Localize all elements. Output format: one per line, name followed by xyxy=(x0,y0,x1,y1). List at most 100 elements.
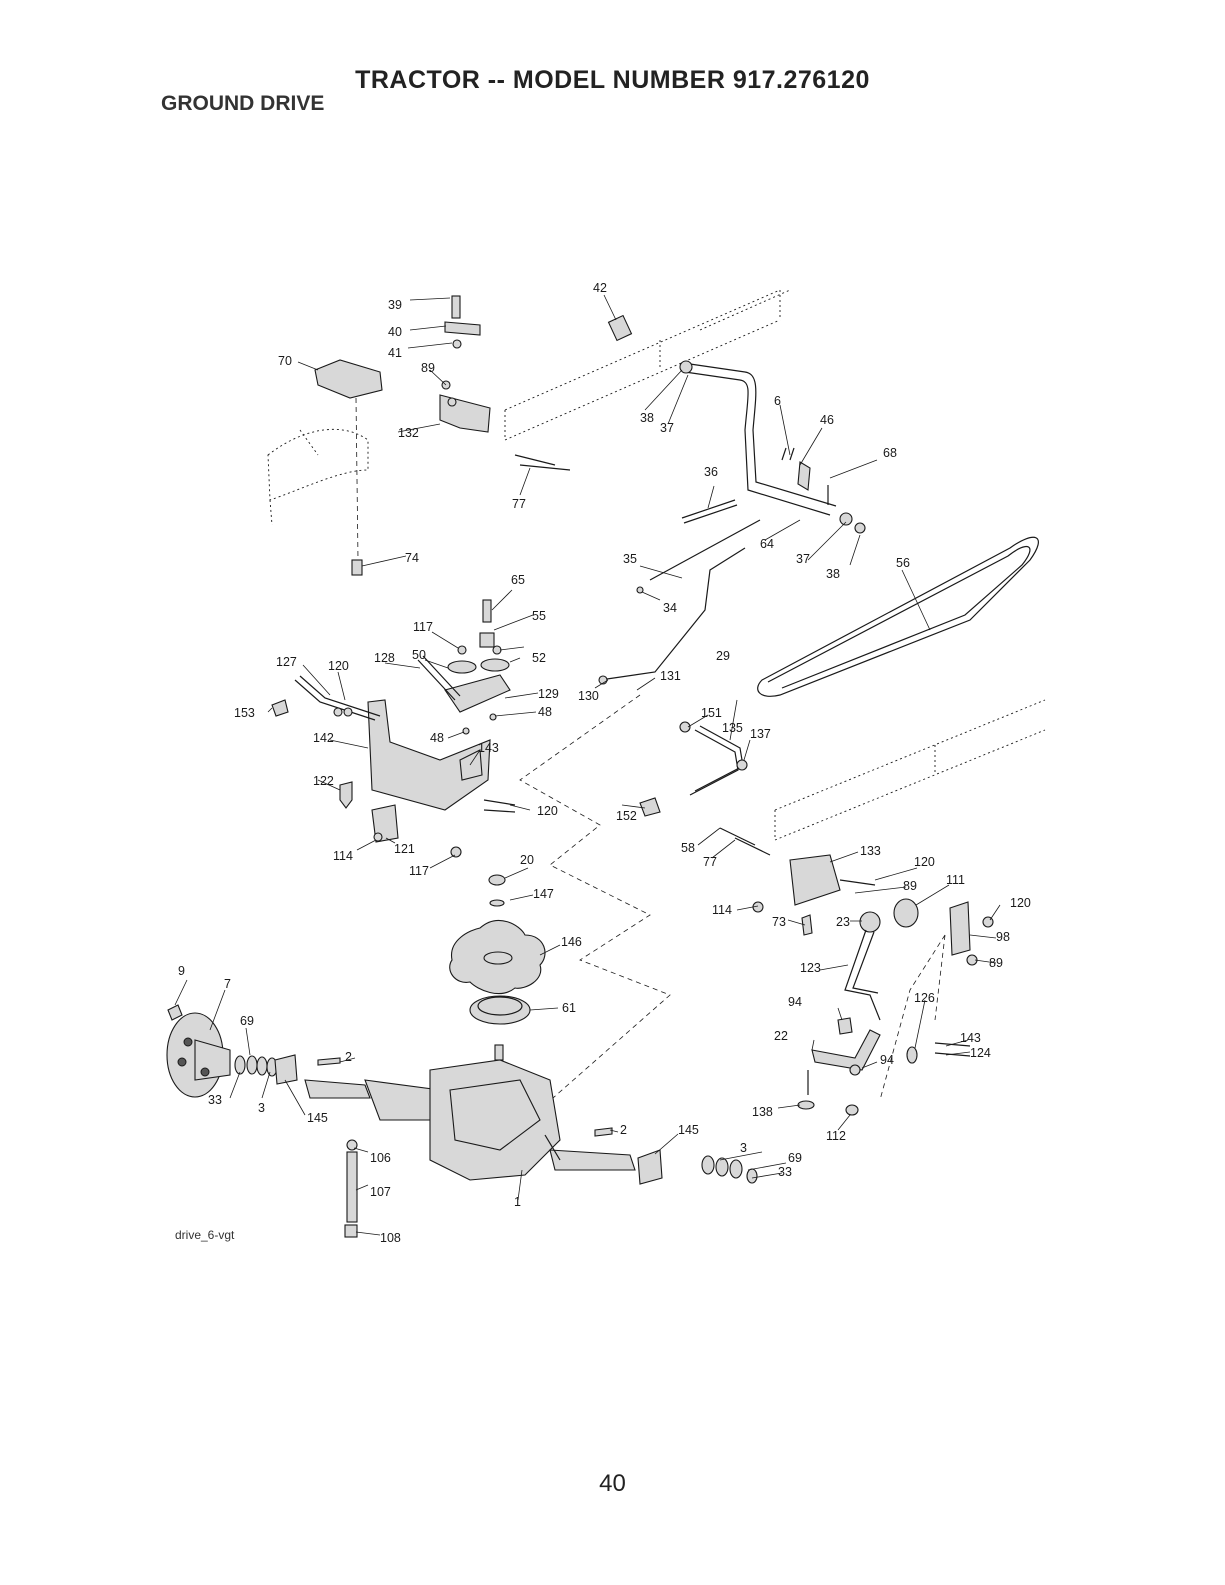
callout-label: 143 xyxy=(960,1031,981,1045)
callout-label: 107 xyxy=(370,1185,391,1199)
callout-label: 1 xyxy=(514,1195,521,1209)
section-title: GROUND DRIVE xyxy=(161,92,325,115)
fender-outline xyxy=(267,428,369,526)
callout-label: 132 xyxy=(398,426,419,440)
drive-belt-56 xyxy=(757,536,1039,697)
bracket-98 xyxy=(949,901,994,966)
pins-6-46 xyxy=(781,447,829,505)
arm-22 xyxy=(797,1017,971,1116)
callout-label: 153 xyxy=(234,706,255,720)
callout-label: 129 xyxy=(538,687,559,701)
callout-label: 89 xyxy=(989,956,1003,970)
callout-label: 20 xyxy=(520,853,534,867)
callout-label: 120 xyxy=(914,855,935,869)
lower-frame-rail xyxy=(774,699,1046,841)
callout-label: 56 xyxy=(896,556,910,570)
rod-35 xyxy=(649,519,761,581)
callout-label: 69 xyxy=(788,1151,802,1165)
callout-label: 94 xyxy=(788,995,802,1009)
callout-label: 94 xyxy=(880,1053,894,1067)
callout-label: 3 xyxy=(258,1101,265,1115)
callout-label: 77 xyxy=(703,855,717,869)
callout-label: 145 xyxy=(678,1123,699,1137)
bolt-stack-39-41 xyxy=(444,295,481,349)
callout-label: 34 xyxy=(663,601,677,615)
callout-label: 126 xyxy=(914,991,935,1005)
callout-label: 68 xyxy=(883,446,897,460)
callout-label: 3 xyxy=(740,1141,747,1155)
callout-label: 41 xyxy=(388,346,402,360)
callout-label: 33 xyxy=(208,1093,222,1107)
bushing-111 xyxy=(893,898,919,928)
bracket-142 xyxy=(271,675,491,811)
callout-label: 117 xyxy=(409,864,429,878)
damper-107 xyxy=(344,1139,358,1238)
callout-label: 50 xyxy=(412,648,426,662)
callout-label: 35 xyxy=(623,552,637,566)
plate-133 xyxy=(719,827,876,936)
transaxle-1 xyxy=(304,1059,636,1181)
callout-label: 142 xyxy=(313,731,334,745)
callout-label: 77 xyxy=(512,497,526,511)
leader-lines xyxy=(174,294,1001,1236)
callout-label: 65 xyxy=(511,573,525,587)
wheel-hub-7 xyxy=(166,1004,231,1098)
callout-label: 37 xyxy=(660,421,674,435)
callout-label: 38 xyxy=(826,567,840,581)
callout-label: 106 xyxy=(370,1151,391,1165)
callout-label: 38 xyxy=(640,411,654,425)
callout-label: 114 xyxy=(333,849,353,863)
bolts-120 xyxy=(483,799,516,813)
callout-label: 33 xyxy=(778,1165,792,1179)
bolt-74 xyxy=(351,559,363,576)
callout-label: 36 xyxy=(704,465,718,479)
callout-label: 37 xyxy=(796,552,810,566)
callout-label: 137 xyxy=(750,727,771,741)
spring-36 xyxy=(681,499,738,524)
callout-label: 58 xyxy=(681,841,695,855)
callout-label: 124 xyxy=(970,1046,991,1060)
callout-label: 135 xyxy=(722,721,743,735)
callout-label: 98 xyxy=(996,930,1010,944)
callout-label: 133 xyxy=(860,844,881,858)
callout-label: 123 xyxy=(800,961,821,975)
callout-label: 122 xyxy=(313,774,334,788)
callout-label: 114 xyxy=(712,903,732,917)
bolts-77 xyxy=(514,454,571,471)
diagram-file-name: drive_6-vgt xyxy=(175,1228,235,1242)
page-number: 40 xyxy=(599,1470,626,1497)
idler-assembly xyxy=(444,599,511,735)
shift-lever-123 xyxy=(844,911,881,1021)
callout-label: 69 xyxy=(240,1014,254,1028)
callout-label: 138 xyxy=(752,1105,773,1119)
washers-right xyxy=(594,1127,758,1185)
callout-label: 111 xyxy=(946,873,965,887)
callout-label: 147 xyxy=(533,887,554,901)
belt-routing-lines xyxy=(519,694,671,1106)
washers-left xyxy=(234,1054,341,1085)
callout-label: 48 xyxy=(430,731,444,745)
callout-label: 2 xyxy=(620,1123,627,1137)
upper-frame-rail xyxy=(504,289,791,441)
nut-117 xyxy=(450,846,462,858)
callout-label: 74 xyxy=(405,551,419,565)
bolt-122 xyxy=(339,781,353,809)
bracket-132 xyxy=(439,380,491,433)
linkage-dash xyxy=(879,934,946,1101)
callout-label: 6 xyxy=(774,394,781,408)
callout-label: 121 xyxy=(394,842,415,856)
callout-label: 108 xyxy=(380,1231,401,1245)
callout-label: 64 xyxy=(760,537,774,551)
callout-label: 52 xyxy=(532,651,546,665)
callout-label: 120 xyxy=(328,659,349,673)
callout-label: 7 xyxy=(224,977,231,991)
callout-label: 145 xyxy=(307,1111,328,1125)
callout-label: 48 xyxy=(538,705,552,719)
page-title: TRACTOR -- MODEL NUMBER 917.276120 xyxy=(355,66,870,94)
callout-label: 29 xyxy=(716,649,730,663)
callout-label: 70 xyxy=(278,354,292,368)
callout-label: 146 xyxy=(561,935,582,949)
pulley-stack xyxy=(449,874,546,1061)
callout-label: 143 xyxy=(478,741,499,755)
callout-label: 127 xyxy=(276,655,297,669)
